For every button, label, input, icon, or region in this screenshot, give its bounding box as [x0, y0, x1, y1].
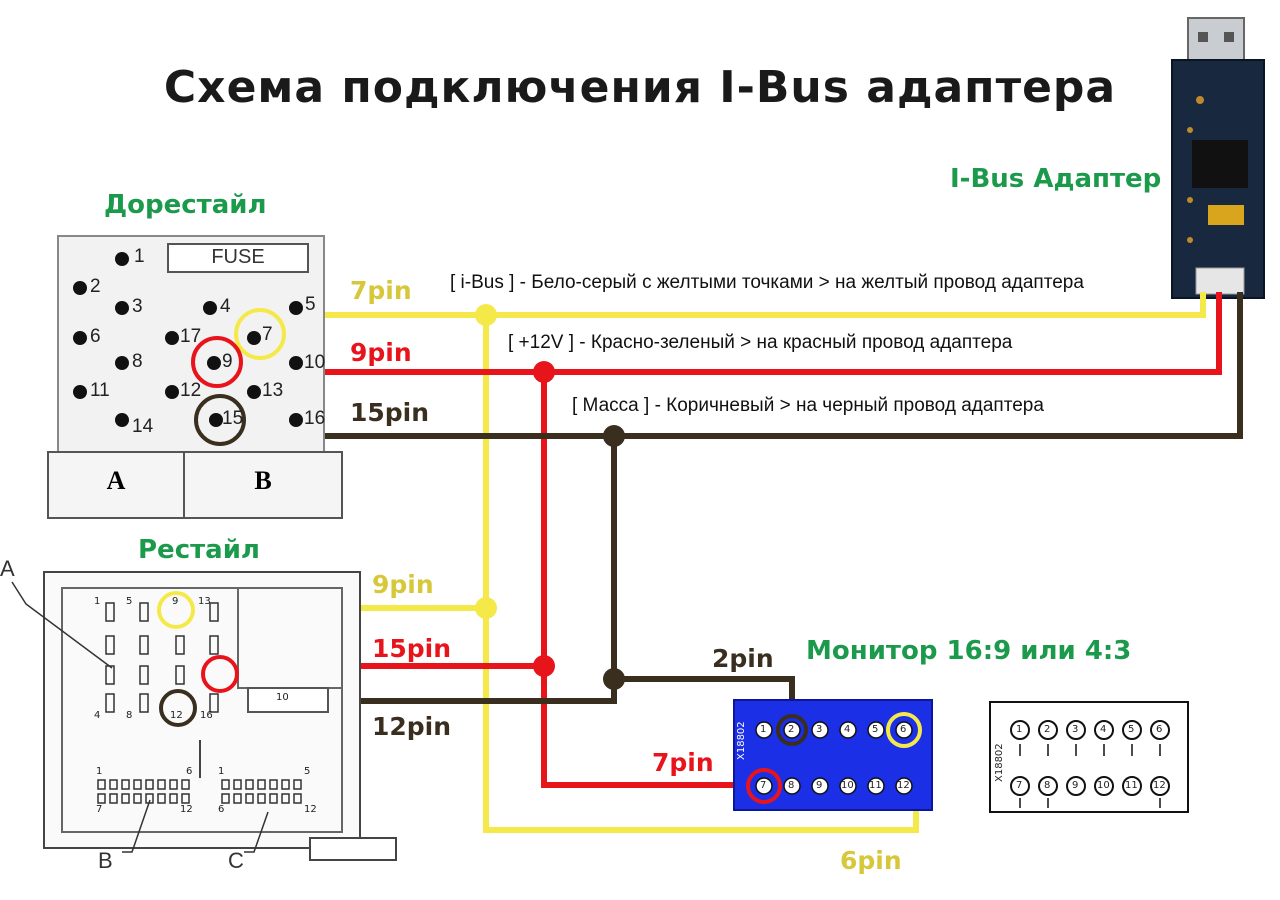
new-ibus-pin-label: 9pin: [372, 570, 434, 599]
new-pin-number: 9: [172, 596, 179, 607]
monitor-pin-number: 9: [816, 780, 823, 791]
old-pin-number: 2: [90, 276, 101, 297]
block-label: 10: [276, 692, 289, 703]
old-pin-number: 13: [262, 380, 284, 401]
old-ground-pin-label: 15pin: [350, 398, 430, 427]
new-ground-pin-label: 12pin: [372, 712, 452, 741]
monitor-pin-number: 6: [900, 724, 907, 735]
new-power-pin-label: 15pin: [372, 634, 452, 663]
ibus-wire-description: [ i-Bus ] - Бело-серый с желтыми точками…: [450, 272, 1084, 293]
usb-adapter-icon: [1171, 17, 1265, 299]
reference-pin-number: 11: [1125, 780, 1138, 791]
row-b-number: 7: [96, 804, 103, 815]
row-b-number: 1: [96, 766, 103, 777]
monitor-pin-number: 1: [760, 724, 767, 735]
new-connector-slots: [97, 602, 302, 804]
new-pin-number: 13: [198, 596, 211, 607]
reference-pin-number: 5: [1128, 724, 1135, 735]
block-b-label: B: [254, 466, 272, 495]
old-pin-number: 3: [132, 296, 143, 317]
reference-connector-id: X18802: [994, 743, 1005, 782]
new-pin-number: 16: [200, 710, 213, 721]
new-pin-number: 5: [126, 596, 133, 607]
callout-a: A: [0, 556, 15, 581]
monitor-label: Монитор 16:9 или 4:3: [806, 636, 1132, 666]
reference-pin-number: 9: [1072, 780, 1079, 791]
new-pin-number: 8: [126, 710, 133, 721]
row-c-number: 12: [304, 804, 317, 815]
reference-pin-number: 1: [1016, 724, 1023, 735]
monitor-pin-number: 12: [897, 780, 910, 791]
new-pin-number: 4: [94, 710, 101, 721]
old-connector-pin-dots: [73, 252, 303, 427]
old-pin-number: 1: [134, 246, 145, 267]
monitor-pin-number: 11: [869, 780, 882, 791]
old-pin-number: 5: [305, 294, 316, 315]
old-connector: [47, 235, 343, 519]
monitor-ground-pin-label: 2pin: [712, 644, 774, 673]
monitor-pin-number: 3: [816, 724, 823, 735]
reference-pin-number: 7: [1016, 780, 1023, 791]
reference-pin-number: 12: [1153, 780, 1166, 791]
reference-pin-number: 3: [1072, 724, 1079, 735]
reference-pin-number: 6: [1156, 724, 1163, 735]
page-title: Схема подключения I-Bus адаптера: [163, 62, 1117, 113]
monitor-pin-number: 10: [841, 780, 854, 791]
old-connector-label: Дорестайл: [104, 190, 267, 220]
row-c-number: 5: [304, 766, 311, 777]
old-pin-number: 9: [222, 351, 233, 372]
monitor-connector: [733, 699, 933, 811]
monitor-connector-id: X18802: [736, 721, 747, 760]
old-pin-number: 12: [180, 380, 202, 401]
reference-pin-number: 10: [1097, 780, 1110, 791]
reference-pin-number: 2: [1044, 724, 1051, 735]
row-b-number: 12: [180, 804, 193, 815]
ground-wire-description: [ Масса ] - Коричневый > на черный прово…: [572, 395, 1044, 416]
old-pin-number: 16: [304, 408, 326, 429]
row-c-number: 1: [218, 766, 225, 777]
old-ibus-pin-label: 7pin: [350, 276, 412, 305]
monitor-connector-reference: [989, 701, 1189, 813]
monitor-pin-number: 4: [844, 724, 851, 735]
reference-pin-number: 8: [1044, 780, 1051, 791]
block-a-label: A: [106, 466, 126, 495]
new-pin-number: 12: [170, 710, 183, 721]
fuse-label: FUSE: [211, 246, 265, 268]
row-b-number: 6: [186, 766, 193, 777]
old-pin-number: 17: [180, 326, 202, 347]
old-pin-number: 8: [132, 351, 143, 372]
old-pin-number: 15: [222, 408, 244, 429]
old-pin-number: 10: [304, 352, 326, 373]
monitor-pin-number: 2: [788, 724, 795, 735]
row-c-number: 6: [218, 804, 225, 815]
old-pin-number: 11: [90, 380, 110, 401]
new-connector-label: Рестайл: [138, 535, 260, 565]
old-pin-number: 4: [220, 296, 231, 317]
callout-b: B: [98, 848, 113, 873]
power-wire-description: [ +12V ] - Красно-зеленый > на красный п…: [508, 332, 1013, 353]
monitor-ibus-pin-label: 6pin: [840, 846, 902, 875]
old-pin-number: 7: [262, 324, 273, 345]
monitor-pin-number: 5: [872, 724, 879, 735]
old-power-pin-label: 9pin: [350, 338, 412, 367]
callout-c: C: [228, 848, 244, 873]
monitor-pin-number: 7: [760, 780, 767, 791]
reference-pin-number: 4: [1100, 724, 1107, 735]
new-connector: [11, 571, 397, 861]
monitor-pin-number: 8: [788, 780, 795, 791]
adapter-label: I-Bus Адаптер: [950, 164, 1162, 194]
old-pin-number: 14: [132, 416, 154, 437]
old-pin-number: 6: [90, 326, 101, 347]
monitor-power-pin-label: 7pin: [652, 748, 714, 777]
new-pin-number: 1: [94, 596, 101, 607]
